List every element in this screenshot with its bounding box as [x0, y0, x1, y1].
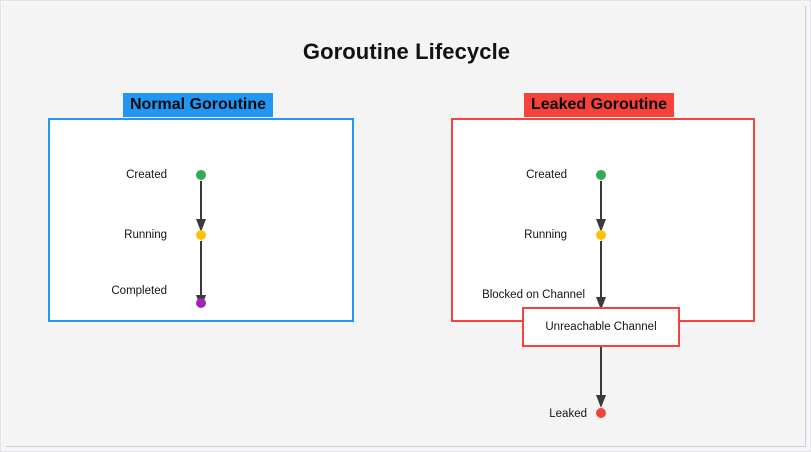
node-label-normal-running: Running	[124, 229, 167, 241]
node-dot-leaked-leaked	[596, 408, 606, 418]
unreachable-channel-box: Unreachable Channel	[522, 307, 680, 347]
node-label-normal-completed: Completed	[111, 285, 167, 297]
node-dot-leaked-created	[596, 170, 606, 180]
node-dot-normal-running	[196, 230, 206, 240]
node-dot-normal-created	[196, 170, 206, 180]
panel-leaked-goroutine-header: Leaked Goroutine	[524, 93, 675, 117]
arrow-leaked-channel-to-leaked	[596, 347, 606, 408]
arrow-leaked-running-to-channel	[596, 241, 606, 310]
panel-normal-goroutine-header: Normal Goroutine	[123, 93, 274, 117]
page-title: Goroutine Lifecycle	[302, 39, 511, 64]
arrow-normal-created-to-running	[196, 181, 206, 232]
node-dot-normal-completed	[196, 298, 206, 308]
node-label-leaked-blocked-on-channel: Blocked on Channel	[482, 289, 585, 301]
node-label-leaked-created: Created	[526, 169, 567, 181]
node-dot-leaked-running	[596, 230, 606, 240]
unreachable-channel-label: Unreachable Channel	[545, 321, 657, 333]
arrow-leaked-created-to-running	[596, 181, 606, 232]
node-label-leaked-leaked: Leaked	[549, 408, 587, 420]
node-label-normal-created: Created	[126, 169, 167, 181]
node-label-leaked-running: Running	[524, 229, 567, 241]
